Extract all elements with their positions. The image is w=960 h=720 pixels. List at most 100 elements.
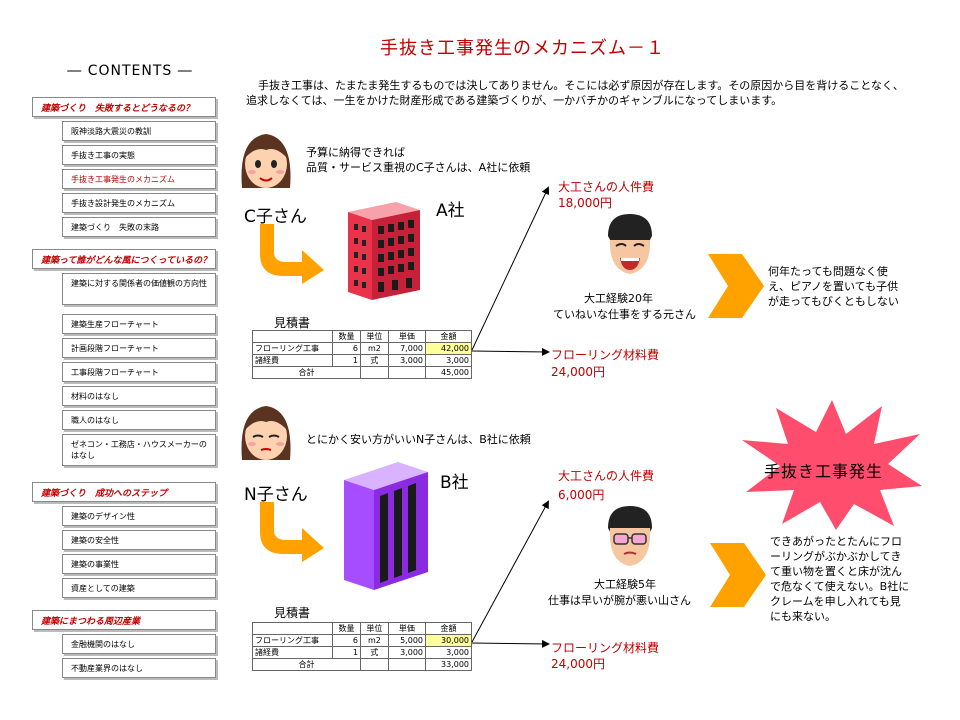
table-cell: 3,000 bbox=[387, 354, 427, 367]
sidebar-section-who[interactable]: 建築って誰がどんな風につくっているの？ bbox=[32, 249, 216, 269]
carpenter-b-line1: 大工経験5年 bbox=[594, 578, 656, 591]
table-cell: 諸経費 bbox=[252, 354, 333, 367]
sidebar-item-production-flow[interactable]: 建築生産フローチャート bbox=[62, 314, 216, 334]
sidebar-section-failure[interactable]: 建築づくり 失敗するとどうなるの？ bbox=[32, 97, 216, 117]
estimate-b-label: 見積書 bbox=[274, 606, 311, 620]
sidebar-item-tenuki-jittai[interactable]: 手抜き工事の実態 bbox=[62, 145, 216, 165]
table-cell: 3,000 bbox=[387, 646, 427, 659]
carpenter-b-line2: 仕事は早いが腕が悪い山さん bbox=[548, 594, 691, 607]
table-cell: 数量 bbox=[332, 622, 361, 635]
curved-arrow-b-icon bbox=[260, 502, 324, 562]
sidebar-item-construction-flow[interactable]: 工事段階フローチャート bbox=[62, 362, 216, 382]
sidebar-item-design[interactable]: 建築のデザイン性 bbox=[62, 506, 216, 526]
sidebar-item-values[interactable]: 建築に対する関係者の価値観の方向性 bbox=[62, 273, 216, 305]
material-a-label: フローリング材料費 bbox=[551, 348, 660, 362]
sidebar-item-real-estate[interactable]: 不動産業界のはなし bbox=[62, 658, 216, 678]
flow-arrows-b bbox=[471, 500, 550, 648]
page-title: 手抜き工事発生のメカニズム－１ bbox=[380, 38, 665, 59]
estimate-b-table: 数量 単位 単価 金額 フローリング工事 6 m2 5,000 30,000 諸… bbox=[252, 622, 472, 671]
company-a-label: A社 bbox=[436, 201, 465, 221]
burst-label: 手抜き工事発生 bbox=[764, 462, 884, 481]
sidebar-item-hanshin[interactable]: 阪神淡路大震災の教訓 bbox=[62, 121, 216, 141]
sidebar-item-design-mechanism[interactable]: 手抜き設計発生のメカニズム bbox=[62, 193, 216, 213]
table-cell: 1 bbox=[332, 646, 361, 659]
client-c-line1: 予算に納得できれば bbox=[306, 146, 405, 159]
table-cell: 合計 bbox=[252, 658, 361, 671]
client-c-name: C子さん bbox=[244, 207, 307, 227]
client-n-face-icon bbox=[241, 406, 291, 460]
table-cell: フローリング工事 bbox=[252, 634, 333, 647]
sidebar-item-safety[interactable]: 建築の安全性 bbox=[62, 530, 216, 550]
table-cell: 金額 bbox=[425, 622, 472, 635]
table-cell: 式 bbox=[359, 354, 389, 367]
estimate-a-label: 見積書 bbox=[274, 316, 311, 330]
estimate-a-table: 数量 単位 単価 金額 フローリング工事 6 m2 7,000 42,000 諸… bbox=[252, 330, 472, 379]
table-cell: m2 bbox=[359, 342, 389, 355]
table-cell: 42,000 bbox=[425, 342, 472, 355]
building-a-icon bbox=[348, 202, 420, 300]
table-cell bbox=[252, 622, 333, 635]
carpenter-gen-face-icon bbox=[608, 214, 652, 274]
sidebar-item-contractors[interactable]: ゼネコン・工務店・ハウスメーカーのはなし bbox=[62, 434, 216, 466]
material-b-label: フローリング材料費 bbox=[551, 641, 660, 655]
client-n-line: とにかく安い方がいいN子さんは、B社に依頼 bbox=[306, 433, 531, 446]
sidebar-item-finance[interactable]: 金融機関のはなし bbox=[62, 634, 216, 654]
table-cell bbox=[387, 658, 427, 671]
result-a-text: 何年たっても問題なく使え、ピアノを置いても子供が走ってもびくともしない bbox=[768, 265, 899, 308]
result-b-text: できあがったとたんにフローリングがぶかぶかしてきて重い物を置くと床が沈んで危なく… bbox=[770, 535, 910, 623]
sidebar-item-tenuki-mechanism[interactable]: 手抜き工事発生のメカニズム bbox=[62, 169, 216, 189]
table-cell: フローリング工事 bbox=[252, 342, 333, 355]
table-row: 合計 33,000 bbox=[252, 658, 472, 671]
intro-text: 手抜き工事は、たまたま発生するものでは決してありません。そこには必ず原因が存在し… bbox=[246, 79, 904, 107]
table-cell bbox=[387, 366, 427, 379]
table-cell: 合計 bbox=[252, 366, 361, 379]
table-cell: 7,000 bbox=[387, 342, 427, 355]
sidebar-item-failure-end[interactable]: 建築づくり 失敗の末路 bbox=[62, 217, 216, 237]
contents-title: ― CONTENTS ― bbox=[67, 63, 193, 79]
table-cell: 45,000 bbox=[425, 366, 472, 379]
table-cell: 単価 bbox=[387, 622, 427, 635]
table-cell: 式 bbox=[359, 646, 389, 659]
sidebar-item-materials[interactable]: 材料のはなし bbox=[62, 386, 216, 406]
table-row: 諸経費 1 式 3,000 3,000 bbox=[252, 646, 472, 659]
table-cell bbox=[252, 330, 333, 343]
explosion-burst-icon bbox=[742, 400, 922, 530]
client-n-name: N子さん bbox=[244, 485, 308, 505]
sidebar-item-planning-flow[interactable]: 計画段階フローチャート bbox=[62, 338, 216, 358]
table-cell: 単位 bbox=[359, 622, 389, 635]
sidebar-item-business[interactable]: 建築の事業性 bbox=[62, 554, 216, 574]
table-cell: 3,000 bbox=[425, 354, 472, 367]
client-c-line2: 品質・サービス重視のC子さんは、A社に依頼 bbox=[306, 161, 531, 174]
sidebar-item-craftsmen[interactable]: 職人のはなし bbox=[62, 410, 216, 430]
table-cell bbox=[359, 658, 389, 671]
sidebar-item-asset[interactable]: 資産としての建築 bbox=[62, 578, 216, 598]
table-row: フローリング工事 6 m2 7,000 42,000 bbox=[252, 342, 472, 355]
table-cell bbox=[359, 366, 389, 379]
table-row: 諸経費 1 式 3,000 3,000 bbox=[252, 354, 472, 367]
table-cell: 3,000 bbox=[425, 646, 472, 659]
table-cell: 諸経費 bbox=[252, 646, 333, 659]
sidebar-section-industry[interactable]: 建築にまつわる周辺産業 bbox=[32, 610, 216, 630]
table-cell: 1 bbox=[332, 354, 361, 367]
table-cell: 単価 bbox=[387, 330, 427, 343]
table-cell: 金額 bbox=[425, 330, 472, 343]
table-cell: 6 bbox=[332, 634, 361, 647]
sidebar-section-success[interactable]: 建築づくり 成功へのステップ bbox=[32, 482, 216, 502]
labor-b-cost: 6,000円 bbox=[558, 488, 605, 502]
client-c-face-icon bbox=[241, 134, 291, 188]
table-cell: 5,000 bbox=[387, 634, 427, 647]
flow-arrows-a bbox=[471, 186, 550, 356]
table-cell: m2 bbox=[359, 634, 389, 647]
table-cell: 数量 bbox=[332, 330, 361, 343]
company-b-label: B社 bbox=[440, 473, 469, 493]
building-b-icon bbox=[344, 462, 428, 590]
carpenter-a-line2: ていねいな仕事をする元さん bbox=[553, 308, 696, 321]
curved-arrow-a-icon bbox=[260, 224, 324, 284]
carpenter-a-line1: 大工経験20年 bbox=[584, 292, 653, 305]
chevron-arrow-a-icon bbox=[708, 254, 764, 318]
carpenter-yama-face-icon bbox=[608, 506, 652, 566]
material-b-cost: 24,000円 bbox=[551, 657, 605, 671]
table-cell: 30,000 bbox=[425, 634, 472, 647]
labor-a-cost: 18,000円 bbox=[558, 196, 612, 210]
table-row: 数量 単位 単価 金額 bbox=[252, 330, 472, 343]
